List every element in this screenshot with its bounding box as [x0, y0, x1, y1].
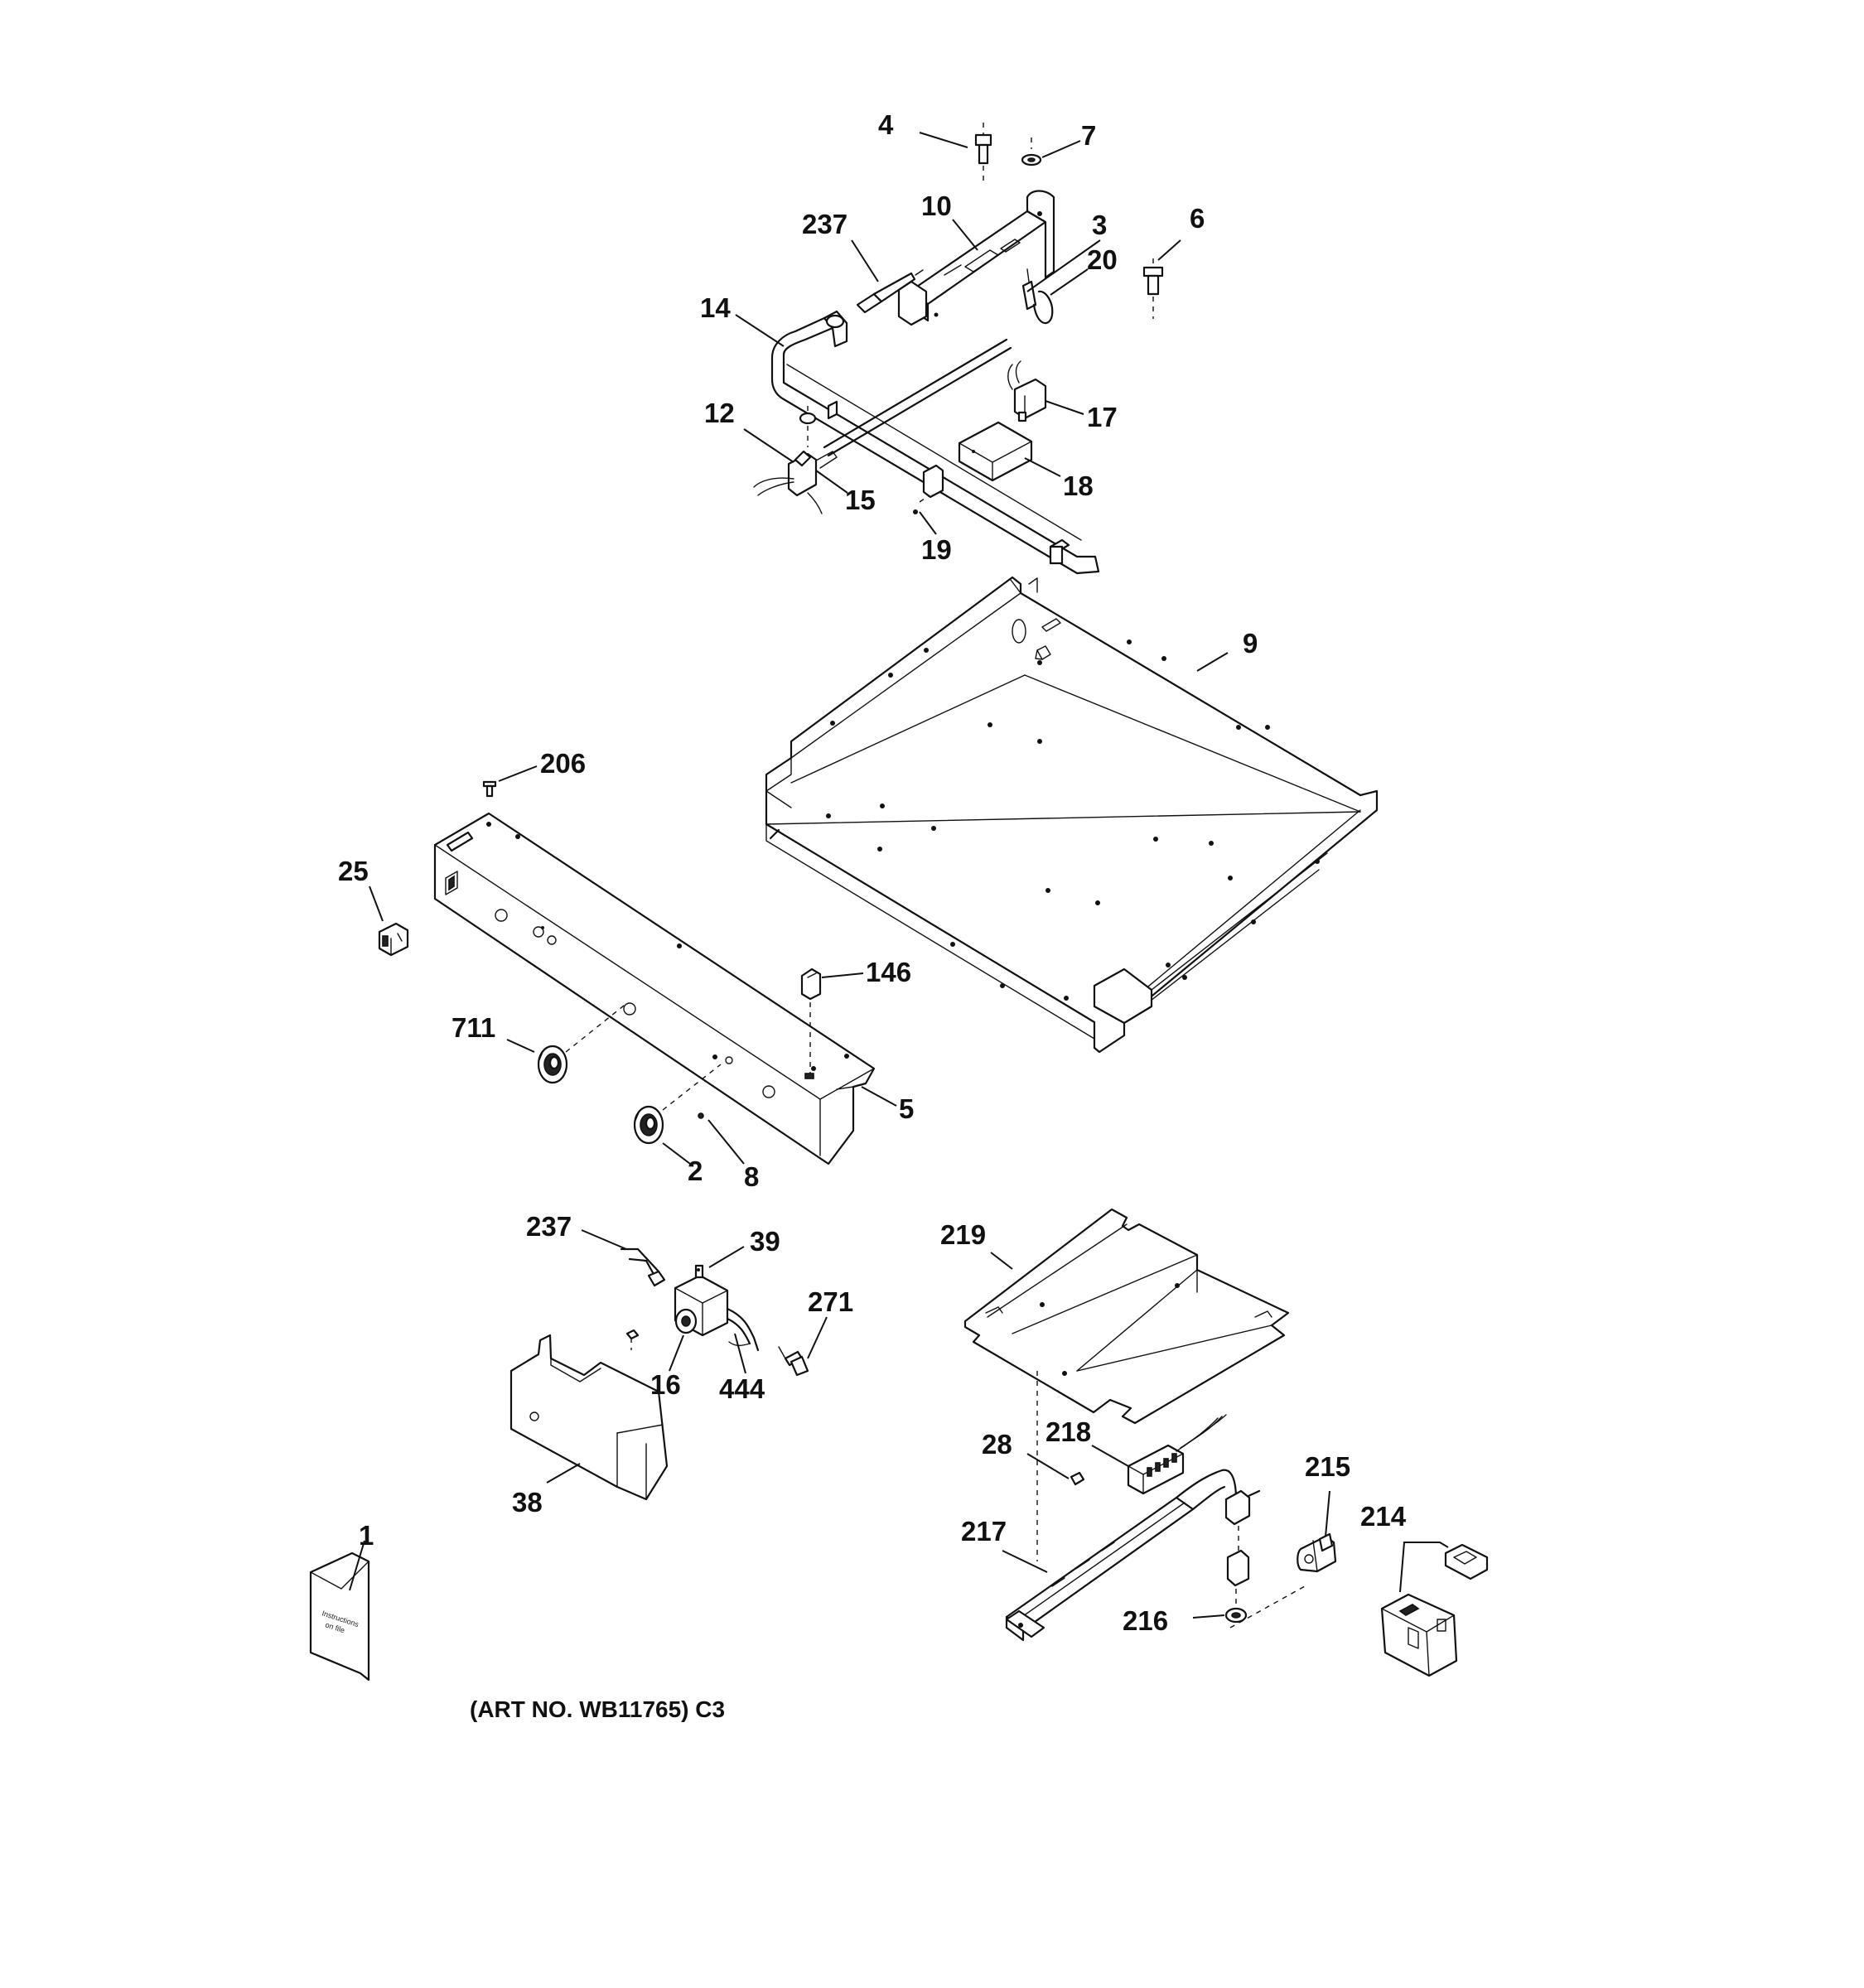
label-part-444: 444 — [719, 1373, 765, 1404]
label-part-219: 219 — [940, 1219, 986, 1250]
label-part-14: 14 — [700, 292, 731, 323]
label-part-7: 7 — [1081, 120, 1096, 151]
part-19-clip — [913, 464, 944, 514]
manifold-assembly — [753, 123, 1164, 575]
tray-holes — [826, 639, 1320, 1001]
part-39-valve — [674, 1264, 760, 1352]
label-part-237-top: 237 — [802, 209, 847, 239]
part-38-heat-shield — [509, 1334, 669, 1501]
label-part-10: 10 — [921, 191, 952, 221]
part-237-orifice-fitting — [856, 269, 924, 314]
part-146-tab — [800, 967, 822, 1079]
label-part-214: 214 — [1360, 1501, 1407, 1532]
part-214-switch-box — [1380, 1543, 1489, 1677]
part-18-bracket-plate — [958, 421, 1033, 482]
part-711-knob — [537, 1001, 629, 1084]
label-part-1: 1 — [359, 1520, 374, 1551]
part-218-connector — [1127, 1414, 1227, 1495]
label-part-218: 218 — [1045, 1416, 1091, 1447]
label-part-215: 215 — [1305, 1451, 1350, 1482]
part-25-clip — [378, 922, 409, 957]
part-14-manifold-pipe — [770, 310, 1100, 575]
label-part-5: 5 — [899, 1093, 914, 1124]
label-part-4: 4 — [878, 109, 894, 140]
label-part-217: 217 — [961, 1516, 1007, 1546]
label-part-28: 28 — [982, 1429, 1012, 1460]
part-271-orifice — [778, 1346, 809, 1377]
label-part-271: 271 — [808, 1286, 853, 1317]
part-16-screw — [625, 1329, 640, 1350]
part-10-burner-bracket — [897, 190, 1055, 326]
part-215-bracket — [1297, 1532, 1337, 1573]
part-4-orifice — [974, 123, 992, 184]
label-part-12: 12 — [704, 398, 735, 428]
label-part-206: 206 — [540, 748, 586, 779]
label-part-38: 38 — [512, 1487, 543, 1518]
part-217-igniter-tube — [1005, 1469, 1261, 1642]
label-part-3: 3 — [1092, 210, 1107, 240]
part-1-instructions-envelope: Instructions on file — [309, 1551, 370, 1682]
part-labels: 4 7 237 10 3 6 20 14 12 17 15 18 19 9 20… — [338, 109, 1407, 1636]
label-part-20: 20 — [1087, 244, 1118, 275]
part-216-nut — [1224, 1585, 1306, 1629]
part-237-orifice-tube — [620, 1247, 666, 1287]
label-part-8: 8 — [744, 1161, 759, 1192]
part-9-burner-box — [765, 576, 1379, 1054]
label-part-237-bottom: 237 — [526, 1211, 572, 1242]
label-part-2: 2 — [688, 1156, 703, 1186]
part-7-washer — [1021, 138, 1042, 166]
part-8-screw — [698, 1112, 704, 1119]
part-17-switch — [1007, 360, 1047, 422]
label-part-18: 18 — [1063, 470, 1094, 501]
part-206-screw — [482, 780, 497, 798]
label-part-711: 711 — [452, 1012, 495, 1043]
part-219-shield-plate — [963, 1208, 1290, 1561]
label-part-39: 39 — [750, 1226, 780, 1257]
label-part-146: 146 — [866, 957, 911, 987]
label-part-19: 19 — [921, 534, 952, 565]
part-12-valve — [753, 406, 838, 514]
part-6-screw — [1142, 258, 1164, 319]
label-part-16: 16 — [650, 1369, 681, 1400]
art-number-caption: (ART NO. WB11765) C3 — [470, 1696, 725, 1722]
label-part-9: 9 — [1243, 628, 1258, 659]
part-5-control-panel — [433, 812, 876, 1165]
part-28-screw — [1070, 1471, 1085, 1486]
label-part-15: 15 — [845, 485, 876, 515]
part-2-knob — [633, 1064, 722, 1145]
label-part-25: 25 — [338, 856, 369, 886]
label-part-6: 6 — [1190, 203, 1205, 234]
label-part-17: 17 — [1087, 402, 1118, 432]
label-part-216: 216 — [1123, 1605, 1168, 1636]
leader-lines — [349, 132, 1449, 1619]
